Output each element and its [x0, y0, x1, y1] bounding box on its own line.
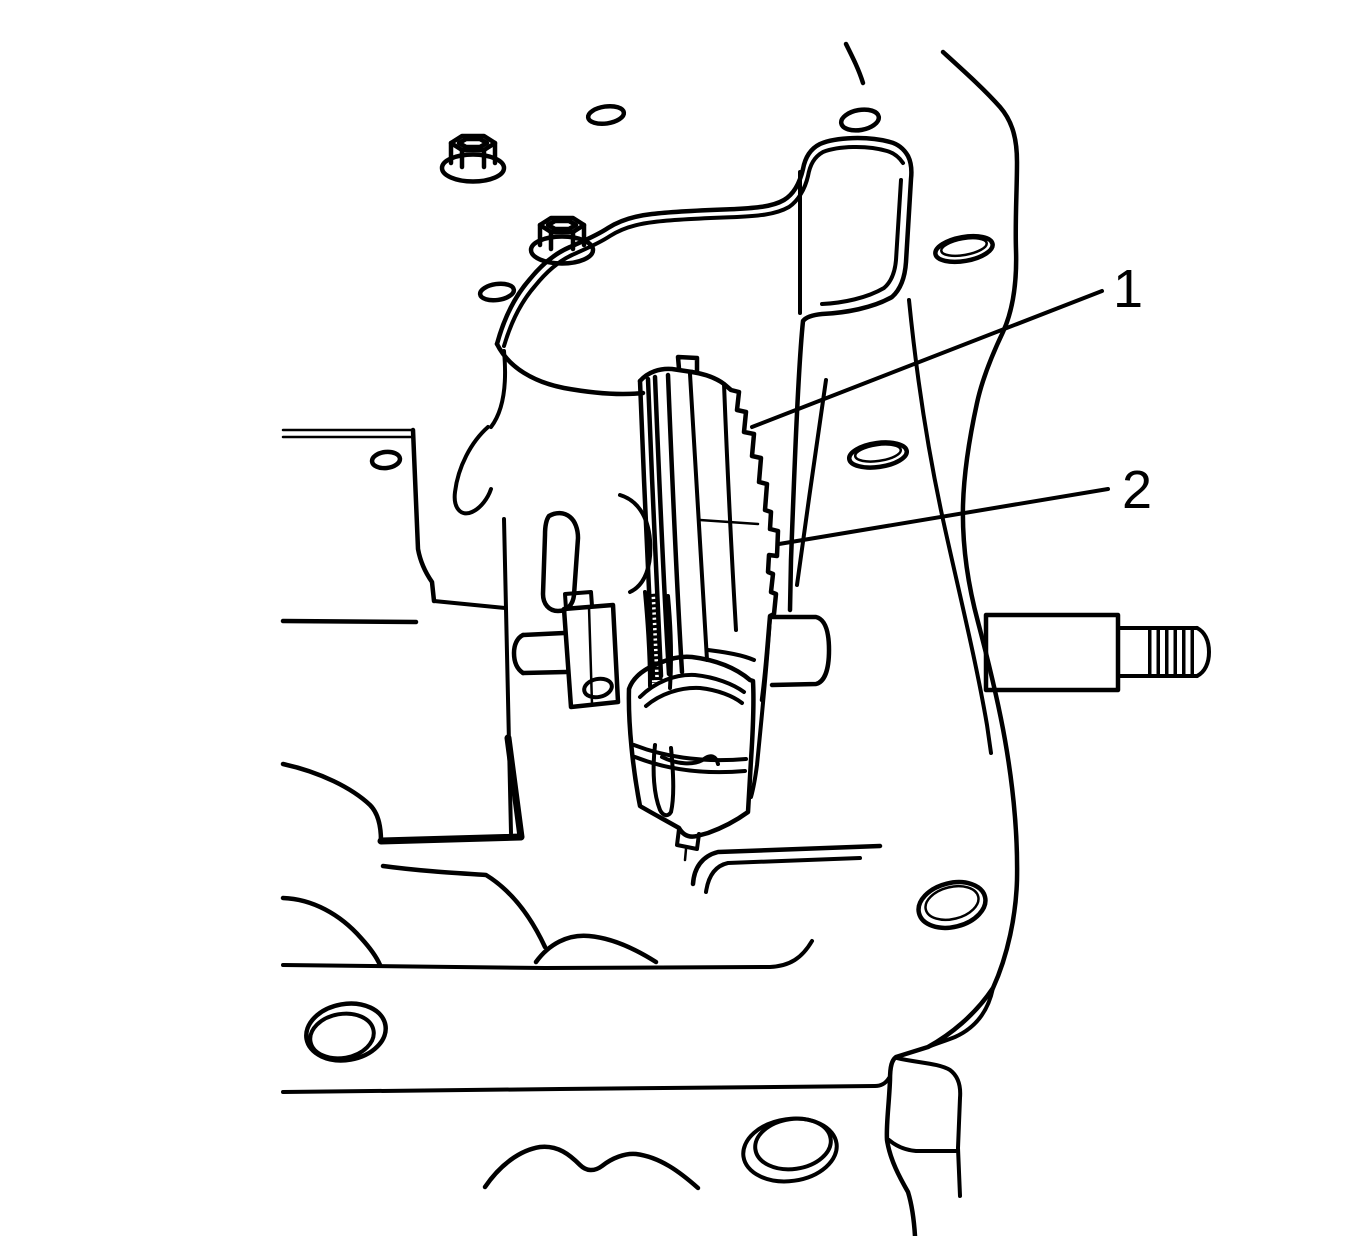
rail-hump-left	[280, 895, 383, 968]
case-lower-shelf-line	[887, 1138, 958, 1153]
case-top-short-edge	[843, 41, 866, 86]
bracket-mid-line	[432, 599, 507, 610]
rim-inner-line	[502, 144, 905, 348]
connector-top-ridge-outer	[638, 672, 746, 699]
callout-1-leader	[750, 289, 1104, 429]
callout-2-leader	[777, 487, 1110, 546]
case-lower-shelf-drop	[956, 1146, 962, 1198]
bracket-right-edge	[410, 427, 437, 604]
callouts: 1 2	[750, 259, 1152, 546]
bolt-hole-strut-upper-inner	[940, 236, 988, 258]
manual-shaft-left-cap	[511, 632, 526, 676]
bottom-right-boss-top	[690, 843, 883, 887]
switch-rear-edge	[749, 616, 772, 799]
manual-shaft-left	[520, 630, 569, 676]
stud-tip	[1195, 626, 1211, 678]
shaft-and-stud	[769, 612, 1211, 693]
disc-line-3	[652, 374, 672, 677]
case-edge-descender-a	[795, 378, 828, 587]
bolt-hole-bracket	[369, 449, 403, 471]
stud-body	[983, 612, 1121, 693]
pocket-arch	[494, 341, 646, 397]
bracket-bottom-edge	[280, 618, 419, 625]
transmission-case-outline	[843, 41, 1020, 1236]
connector-nub	[675, 827, 701, 851]
rail-hole-left-inner	[308, 1011, 376, 1061]
rail-hole-left-outer	[304, 1001, 388, 1063]
switch-plate-mid-notch	[698, 518, 760, 526]
connector-latch-squiggle	[660, 754, 720, 766]
connector-nub-pin	[683, 847, 688, 862]
case-bolt-holes	[369, 103, 995, 931]
bolt-hole-strut-upper	[933, 233, 995, 265]
bolt-hole-strut-mid-inner	[853, 443, 903, 463]
rail-hole-right-inner	[753, 1116, 833, 1172]
connector-outline	[626, 654, 756, 839]
disc-line-4	[665, 372, 685, 675]
rail-bottom-line	[281, 1076, 891, 1094]
switch-plate-crease	[722, 382, 738, 632]
connector-slot	[651, 743, 676, 818]
pocket-hook	[452, 425, 493, 516]
shaft-support-block	[561, 602, 621, 710]
rail-top-line	[281, 939, 814, 970]
case-lower-boss-edge	[895, 1056, 963, 1150]
switch-plate-left-edge	[688, 372, 709, 662]
bolt-hole-top-left	[585, 103, 627, 127]
callout-2-label: 2	[1122, 460, 1152, 520]
connector-groove-upper	[632, 743, 748, 763]
disc-top-tab	[675, 354, 700, 374]
connector-groove-lower	[633, 755, 747, 775]
flange-nut-upper	[442, 136, 504, 182]
block-bolt-hole	[582, 676, 614, 700]
electrical-connector	[626, 654, 756, 862]
position-switch-assembly	[511, 354, 781, 862]
case-flange-strut-left-edge	[907, 298, 993, 755]
switch-underside-line	[706, 648, 756, 662]
bolt-hole-drum-top	[838, 107, 882, 133]
shaft-mid-segment	[769, 614, 832, 688]
bolt-hole-strut-lower-inner	[924, 884, 980, 922]
casting-hump-upper	[280, 761, 384, 844]
callout-1-label: 1	[1113, 259, 1143, 319]
casting-bold-corner	[377, 734, 525, 845]
rim-right-inner-line	[820, 178, 903, 306]
block-top-tab	[563, 590, 594, 611]
disc-top-edge	[637, 366, 695, 384]
casting-slope-line	[380, 863, 548, 950]
rail-hump-right	[533, 933, 659, 965]
rail-squiggle	[482, 1144, 701, 1191]
bracket-front-edge	[502, 517, 513, 835]
bottom-right-boss-inner	[704, 856, 862, 894]
rim-outer-line	[494, 135, 914, 613]
case-corner-fold-line	[926, 986, 995, 1049]
bolt-hole-left	[477, 281, 517, 303]
connector-top-ridge-inner	[644, 685, 744, 708]
pocket-inner-curve	[489, 349, 508, 429]
disc-line-1	[637, 378, 656, 681]
flange-nut-lower	[531, 218, 593, 264]
detent-roller	[540, 510, 581, 614]
shaft-boss-arc	[618, 493, 653, 594]
gear-left-edge	[643, 590, 652, 688]
left-bracket	[280, 341, 646, 950]
lower-pan-rail	[280, 843, 891, 1191]
bolt-hole-strut-mid	[846, 440, 910, 470]
block-divider-line	[587, 605, 594, 706]
gear-teeth-band	[644, 593, 663, 684]
bolt-hole-strut-lower	[916, 879, 988, 931]
